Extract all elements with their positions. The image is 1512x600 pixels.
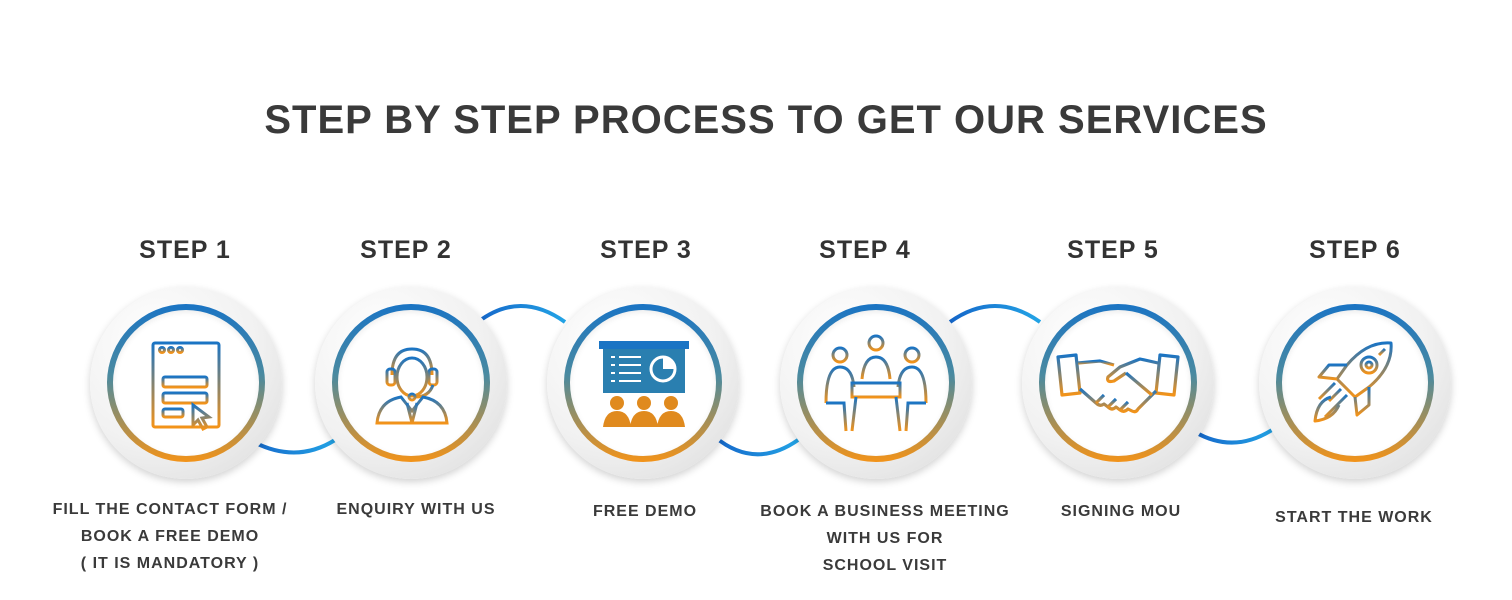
step-2-description: ENQUIRY WITH US [336, 501, 496, 518]
step-3-badge [547, 287, 739, 479]
handshake-icon [1056, 353, 1180, 414]
connector-2-3 [476, 304, 567, 324]
step-1-description: FILL THE CONTACT FORM / BOOK A FREE DEMO… [52, 501, 288, 572]
page-title: STEP BY STEP PROCESS TO GET OUR SERVICES [264, 98, 1268, 142]
step-5-label: STEP 5 [1067, 236, 1159, 264]
step-1-badge [90, 287, 282, 479]
step-2-badge [315, 287, 507, 479]
step-4-badge [780, 287, 972, 479]
step-5-description: SIGNING MOU [1060, 503, 1182, 520]
step-4-description: BOOK A BUSINESS MEETING WITH US FOR SCHO… [760, 503, 1010, 574]
meeting-table-icon [824, 334, 928, 432]
step-4-label: STEP 4 [819, 236, 911, 264]
connector-1-2 [249, 438, 337, 455]
step-5-badge [1022, 287, 1214, 479]
headset-agent-icon [375, 347, 449, 425]
step-6-description: START THE WORK [1275, 509, 1433, 526]
step-6-label: STEP 6 [1309, 236, 1401, 264]
step-2-label: STEP 2 [360, 236, 452, 264]
connector-5-6 [1194, 426, 1277, 445]
contact-form-icon [151, 341, 221, 431]
connector-3-4 [713, 435, 800, 457]
connector-4-5 [948, 304, 1042, 324]
step-1-label: STEP 1 [139, 236, 231, 264]
presentation-icon [599, 341, 689, 427]
rocket-icon [1313, 341, 1393, 423]
step-3-label: STEP 3 [600, 236, 692, 264]
step-3-description: FREE DEMO [592, 503, 698, 520]
step-6-badge [1259, 287, 1451, 479]
